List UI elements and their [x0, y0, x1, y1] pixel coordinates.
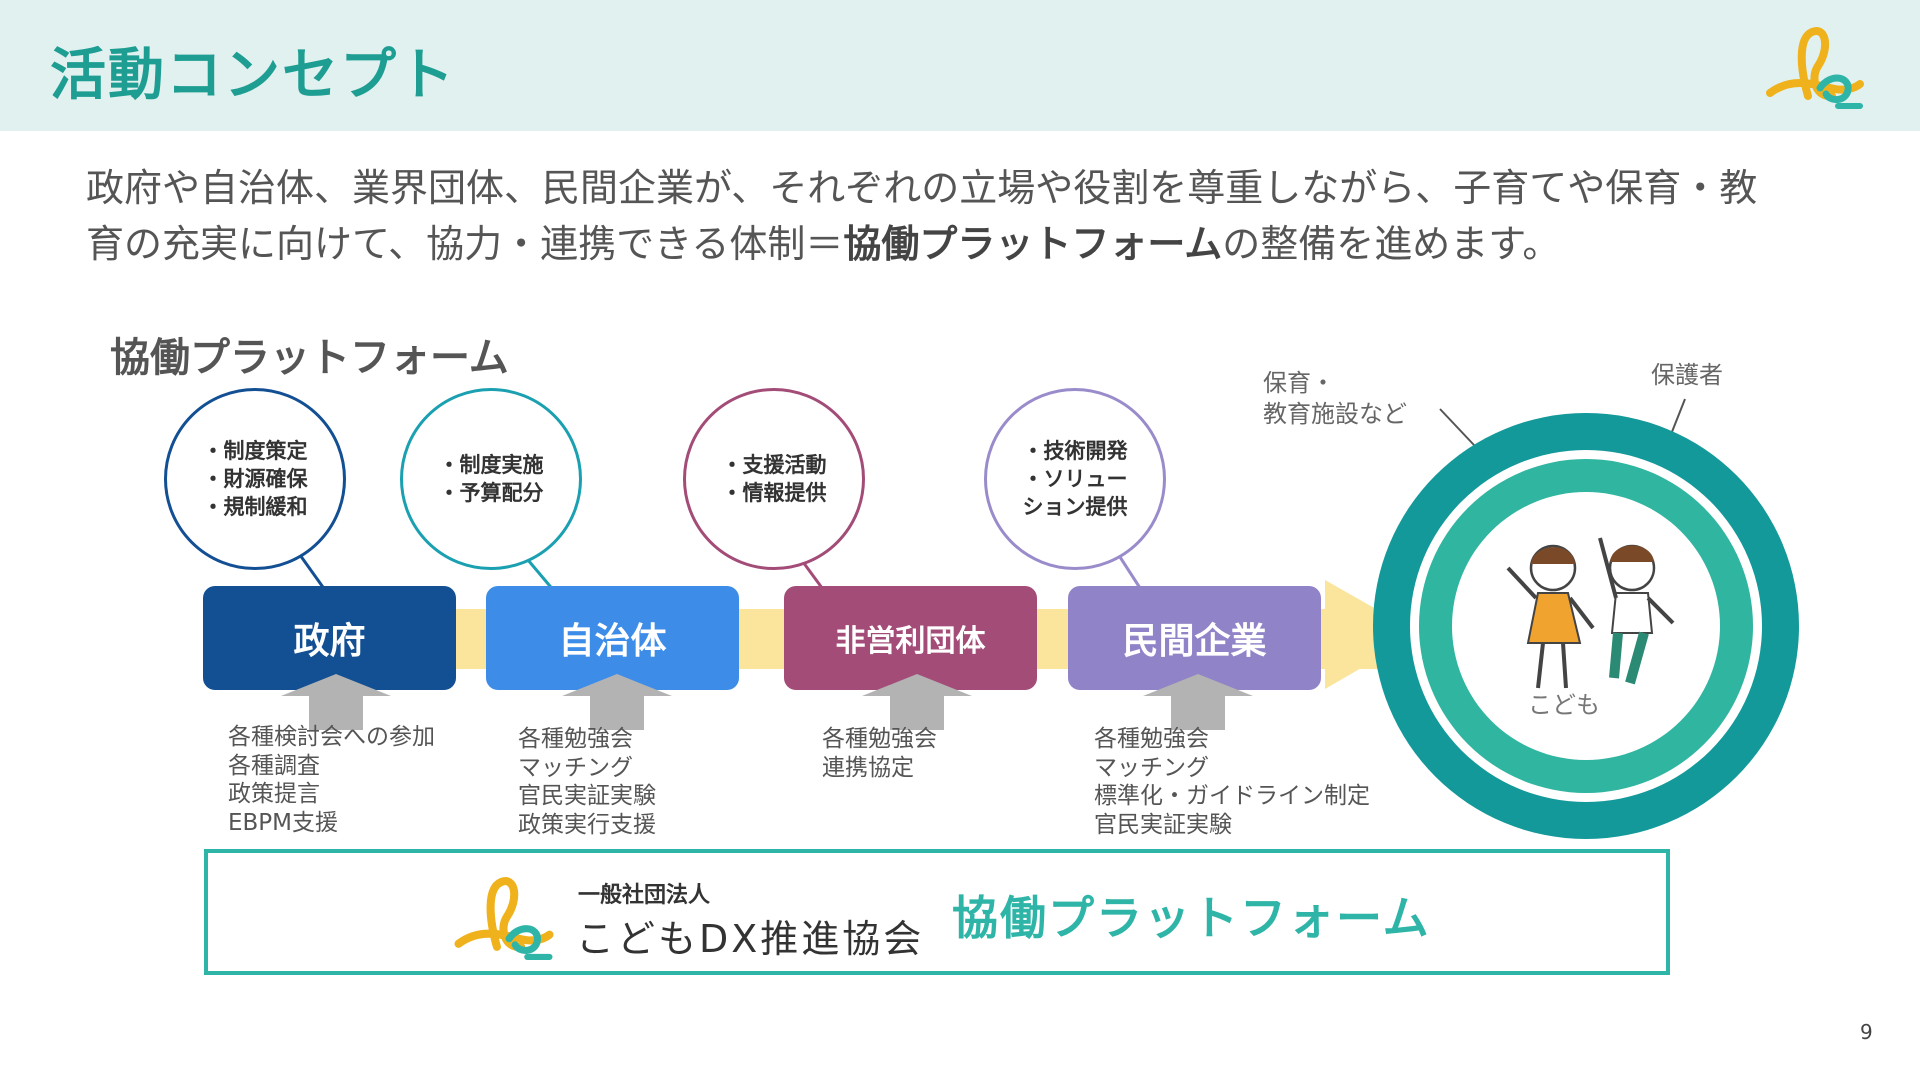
activities-municipality: 各種勉強会 マッチング 官民実証実験 政策実行支援: [518, 725, 656, 839]
org-type-label: 一般社団法人: [578, 877, 710, 909]
role-bubble-4: ・技術開発 ・ソリュー ション提供: [984, 388, 1166, 570]
intro-line-2-pre: 育の充実に向けて、協力・連携できる体制＝: [86, 222, 843, 266]
intro-line-1: 政府や自治体、業界団体、民間企業が、それぞれの立場や役割を尊重しながら、子育てや…: [86, 160, 1866, 216]
page-number: 9: [1860, 1020, 1873, 1044]
bubble-tail-1: [300, 555, 325, 590]
intro-line-2-post: の整備を進めます。: [1222, 222, 1560, 266]
role-bubble-3: ・支援活動 ・情報提供: [683, 388, 865, 570]
activities-private: 各種勉強会 マッチング 標準化・ガイドライン制定 官民実証実験: [1094, 725, 1370, 839]
activities-nonprofit: 各種勉強会 連携協定: [822, 725, 937, 782]
bubble-tail-4: [1120, 557, 1140, 588]
footer-platform-label: 協働プラットフォーム: [952, 882, 1431, 948]
intro-text: 政府や自治体、業界団体、民間企業が、それぞれの立場や役割を尊重しながら、子育てや…: [86, 160, 1866, 272]
up-arrow-icon: [862, 674, 972, 730]
up-arrow-icon: [281, 674, 391, 730]
platform-heading: 協働プラットフォーム: [110, 325, 509, 383]
org-name-label: こどもDX推進協会: [576, 908, 924, 963]
association-logo-icon: [448, 868, 560, 964]
stakeholder-rings: [1368, 408, 1804, 844]
up-arrow-icon: [562, 674, 672, 730]
association-logo-icon: [1760, 18, 1870, 113]
page-title: 活動コンセプト: [50, 30, 456, 111]
footer-platform-box: [204, 849, 1670, 975]
intro-line-2-bold: 協働プラットフォーム: [843, 222, 1222, 266]
center-label: こども: [1528, 690, 1600, 721]
outer-ring-label: 保育・ 教育施設など: [1263, 368, 1407, 430]
up-arrow-icon: [1143, 674, 1253, 730]
intro-line-2: 育の充実に向けて、協力・連携できる体制＝協働プラットフォームの整備を進めます。: [86, 216, 1866, 272]
role-bubble-2: ・制度実施 ・予算配分: [400, 388, 582, 570]
activities-government: 各種検討会への参加 各種調査 政策提言 EBPM支援: [228, 723, 435, 837]
middle-ring-label: 保護者: [1651, 360, 1723, 391]
role-bubble-1: ・制度策定 ・財源確保 ・規制緩和: [164, 388, 346, 570]
